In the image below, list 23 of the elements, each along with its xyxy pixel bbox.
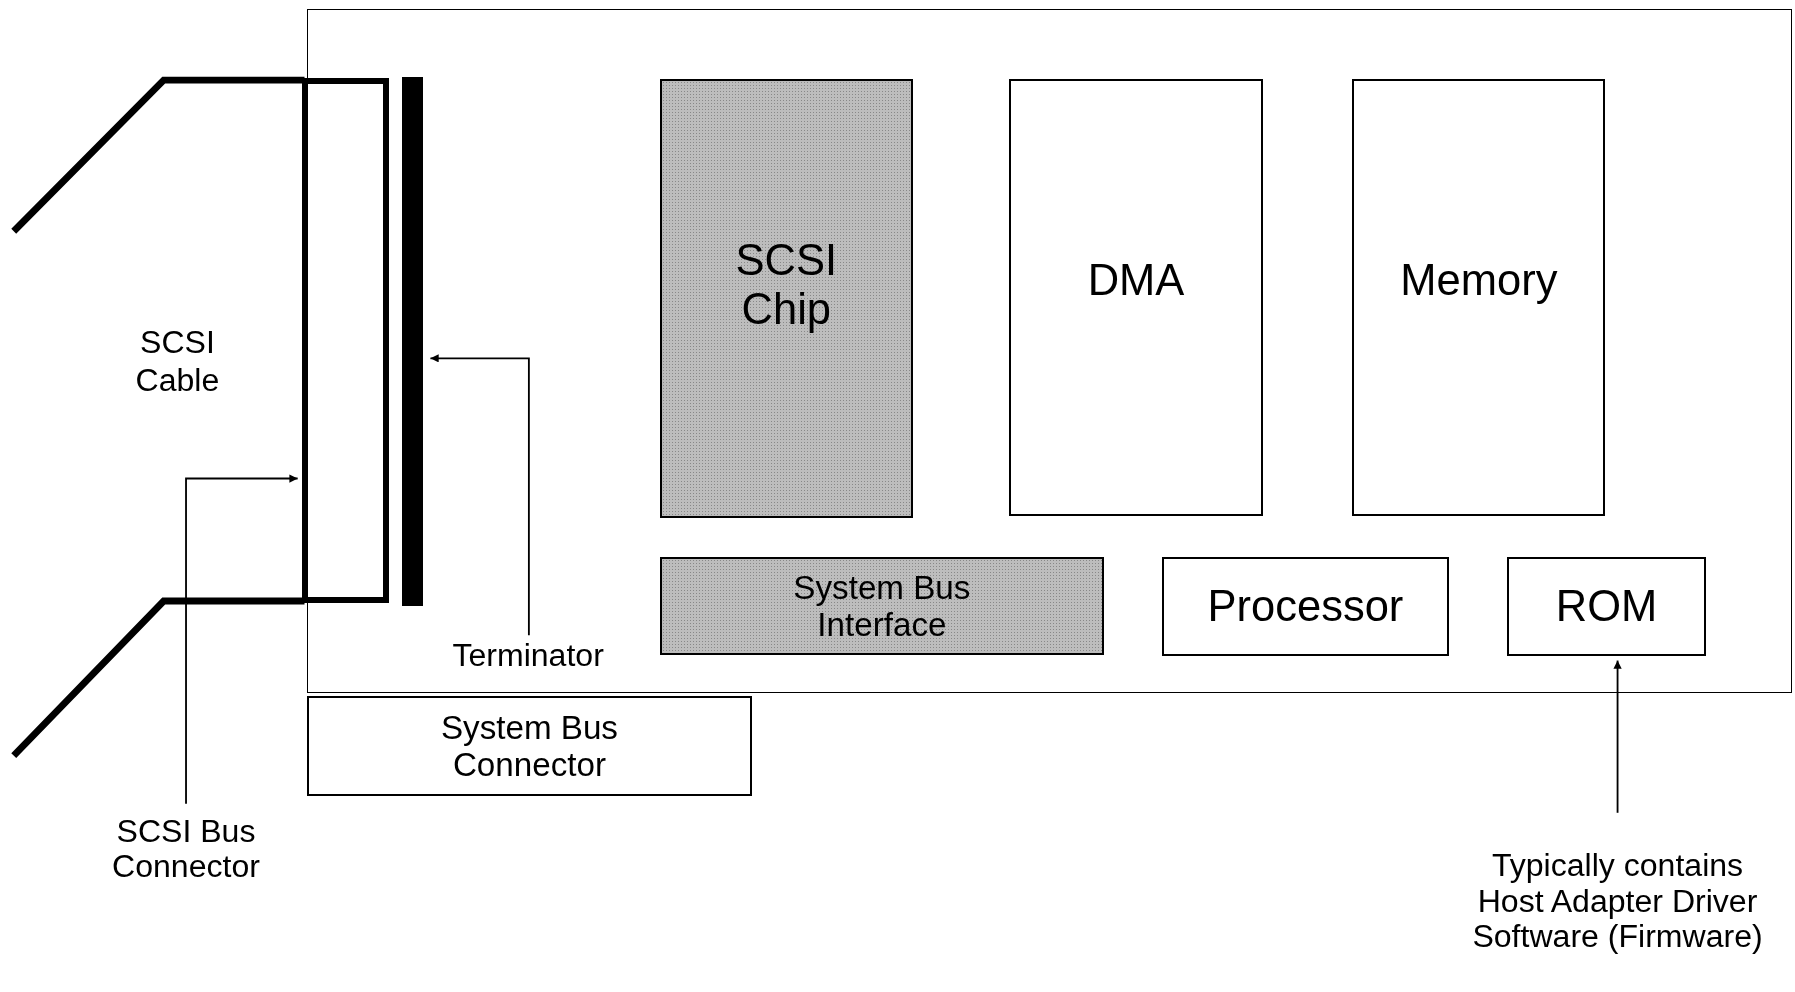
leader-line	[429, 354, 530, 637]
box-label: System Bus Connector	[439, 708, 619, 783]
terminator-bar	[402, 77, 423, 606]
chip-box	[1008, 79, 1264, 516]
leader-line	[185, 474, 299, 805]
box-label: SCSI Chip	[734, 236, 839, 334]
callout-label: Typically contains Host Adapter Driver Software (Firmware)	[1471, 847, 1764, 956]
connector-box	[306, 696, 753, 796]
circuit-board	[306, 9, 1792, 693]
interface-box	[659, 556, 1104, 656]
box-label: Processor	[1207, 582, 1404, 631]
rom-box	[1506, 556, 1707, 657]
box-label: DMA	[1087, 255, 1185, 305]
box-label: ROM	[1555, 582, 1658, 631]
cable-label: SCSI Cable	[134, 322, 221, 400]
callout-label: Terminator	[452, 638, 604, 675]
processor-box	[1162, 556, 1449, 657]
box-label: System Bus Interface	[792, 568, 972, 644]
callout-label: SCSI Bus Connector	[111, 813, 261, 886]
leader-line	[1613, 659, 1622, 814]
chip-box	[659, 79, 913, 518]
box-label: Memory	[1400, 255, 1558, 305]
chip-box	[1352, 79, 1606, 516]
